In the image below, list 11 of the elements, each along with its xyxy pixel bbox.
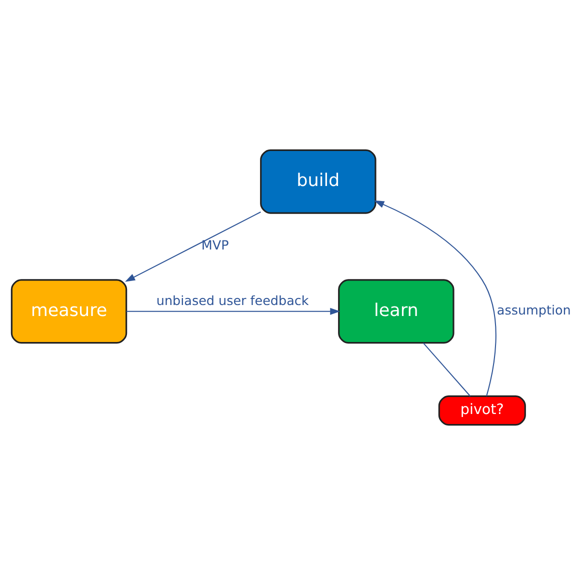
edge-label: assumption	[496, 303, 571, 318]
arrow	[126, 308, 340, 315]
edge-label: MVP	[201, 238, 229, 254]
connector	[423, 342, 471, 396]
arrow	[125, 212, 261, 282]
node-box: pivot?	[438, 395, 526, 426]
node-box: build	[260, 149, 376, 214]
node-box: measure	[10, 279, 128, 344]
node-box: learn	[338, 279, 454, 344]
arrow	[374, 200, 496, 396]
edge-label: unbiased user feedback	[156, 294, 309, 309]
